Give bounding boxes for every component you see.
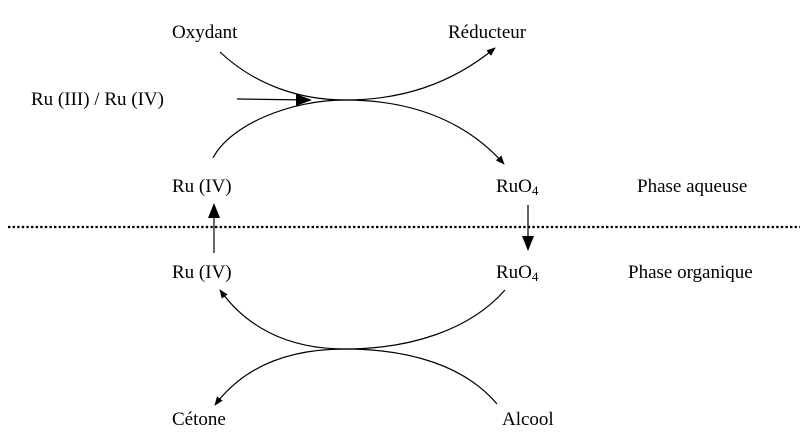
ru-iv-transfer-arrowhead xyxy=(208,203,220,218)
ru-iii-iv-label: Ru (III) / Ru (IV) xyxy=(31,89,164,110)
alcool-to-cetone-curve xyxy=(214,348,498,406)
alcool-label: Alcool xyxy=(502,409,554,430)
ruo4-aqueous-label: RuO4 xyxy=(496,176,538,198)
ruo4-aqueous-subscript: 4 xyxy=(531,183,539,198)
ruo4-organic-base: RuO xyxy=(496,262,532,283)
oxydant-label: Oxydant xyxy=(172,22,238,43)
oxydant-to-reducteur-curve xyxy=(219,47,496,101)
ruo4-organic-label: RuO4 xyxy=(496,262,538,284)
phase-aqueuse-label: Phase aqueuse xyxy=(637,176,748,197)
ruo4-to-ru-iv-organic-curve xyxy=(219,289,506,350)
cetone-label: Cétone xyxy=(172,409,226,430)
ru-iii-iv-feed-arrowhead xyxy=(296,94,312,106)
ruo4-transfer-arrowhead xyxy=(522,236,534,251)
ru-iv-to-ruo4-aqueous-curve xyxy=(212,99,505,165)
ru-iv-organic-label: Ru (IV) xyxy=(172,262,232,283)
phase-organique-label: Phase organique xyxy=(628,262,753,283)
reducteur-label: Réducteur xyxy=(448,22,527,43)
ruo4-organic-subscript: 4 xyxy=(531,269,539,284)
ru-iv-aqueous-label: Ru (IV) xyxy=(172,176,232,197)
ruo4-aqueous-base: RuO xyxy=(496,176,532,197)
